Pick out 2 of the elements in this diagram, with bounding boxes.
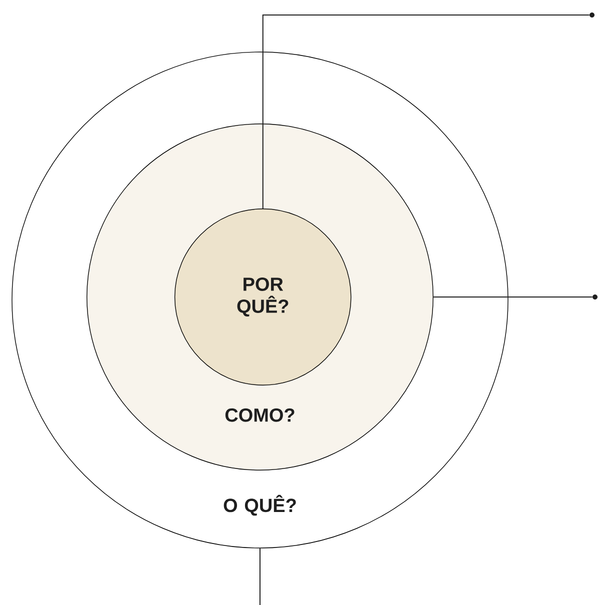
leader-line (432, 296, 593, 298)
leader-line (262, 14, 590, 210)
